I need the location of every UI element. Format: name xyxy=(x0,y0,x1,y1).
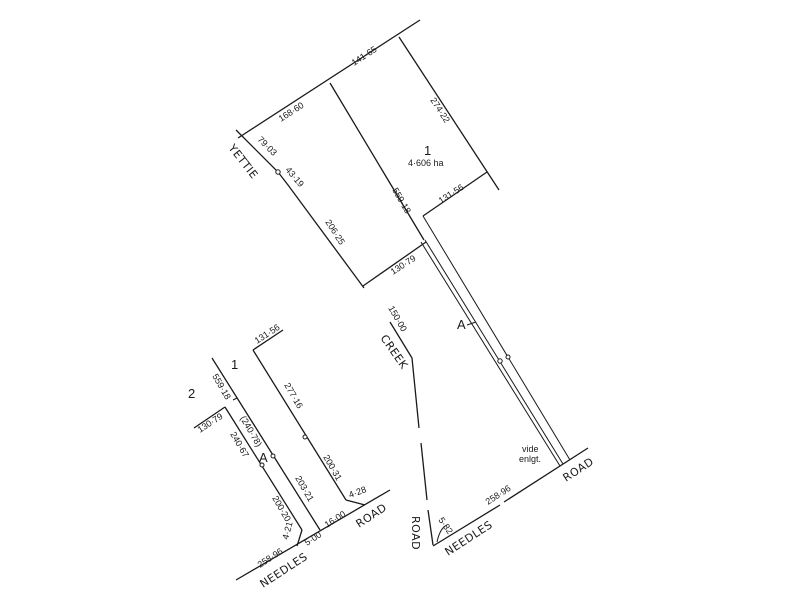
survey-mark xyxy=(302,434,308,440)
dim-yettie-2: 43·19 xyxy=(283,165,305,189)
note-enlgt: enlgt. xyxy=(519,454,541,464)
enl-left-side xyxy=(224,406,303,531)
needles-frontage-left xyxy=(432,504,501,547)
creek-line-upper xyxy=(389,321,413,359)
survey-mark xyxy=(275,169,281,175)
creek-line-mid xyxy=(411,357,420,429)
lot-number: 1 xyxy=(424,143,431,158)
enl-lot2-top xyxy=(193,406,226,429)
dim-inner-step: 131·56 xyxy=(437,182,466,206)
corner-arrow xyxy=(436,524,448,543)
note-vide: vide xyxy=(522,444,539,454)
road-creek-label: CREEK xyxy=(378,332,411,372)
enl-dim-corner-right: 4·28 xyxy=(347,484,367,500)
enl-marker-a-label: A xyxy=(259,450,268,465)
enlargement-plan: 131·56 559·18 130·79 277·16 200·31 4·28 … xyxy=(188,322,391,591)
marker-a-label: A xyxy=(457,317,466,332)
enl-lot2-label: 2 xyxy=(188,386,195,401)
dim-west-side: 206·25 xyxy=(323,218,347,247)
reserve-line-outer xyxy=(422,215,571,461)
dim-east: 274·22 xyxy=(428,96,452,125)
dim-road-corner: 5·32 xyxy=(436,515,455,535)
enl-mid-side xyxy=(211,357,321,531)
enl-dim-left-lower: 200·20 xyxy=(270,494,293,523)
enl-dim-corner-left: 4·21 xyxy=(280,521,294,541)
road-corner-line xyxy=(427,509,434,546)
enl-road-road-label: ROAD xyxy=(354,501,390,530)
creek-line-lower xyxy=(420,442,428,501)
a-pointer-arrow xyxy=(466,321,477,326)
reserve-line-mid xyxy=(424,239,564,465)
dim-cross: 130·79 xyxy=(389,253,418,277)
cross-line xyxy=(362,241,427,287)
survey-mark xyxy=(497,358,503,364)
dim-yettie-1: 79·03 xyxy=(256,134,279,157)
survey-mark xyxy=(505,354,511,360)
enl-dim-lot2-top: 130·79 xyxy=(196,411,225,435)
road-road-label: ROAD xyxy=(561,455,597,484)
road-vertical-label: ROAD xyxy=(409,516,422,550)
dim-creek: 150·00 xyxy=(386,304,409,333)
enl-needles-frontage xyxy=(235,489,391,581)
yettie-frontage-line xyxy=(235,129,365,289)
needles-frontage-right xyxy=(503,447,589,503)
enl-dim-front-mid: 16·00 xyxy=(323,509,348,530)
enl-tick xyxy=(232,397,238,401)
enl-right-side xyxy=(252,349,347,501)
reserve-line-inner xyxy=(420,241,561,467)
lot-area: 4·606 ha xyxy=(408,158,444,168)
road-yettie-label: YETTIE xyxy=(225,141,261,181)
enl-top-step xyxy=(252,329,284,351)
main-plan: 141·65 168·60 274·22 131·56 559·18 79·03… xyxy=(225,19,597,559)
enl-dim-right-upper: 277·16 xyxy=(282,381,305,410)
east-boundary-line xyxy=(398,36,500,191)
enl-dim-front-small: 5·00 xyxy=(303,529,324,547)
dim-long-side: 559·18 xyxy=(390,186,413,215)
dim-needles-frontage: 258·96 xyxy=(484,483,513,507)
inner-step-line xyxy=(422,171,488,217)
survey-mark xyxy=(259,462,265,468)
north-boundary-line xyxy=(237,19,421,139)
dim-north-right: 141·65 xyxy=(350,44,379,68)
enl-corner-right xyxy=(345,499,366,506)
enl-lot1-label: 1 xyxy=(231,357,238,372)
enl-dim-mid-lower: 203·21 xyxy=(293,474,316,503)
survey-mark xyxy=(270,453,276,459)
long-side-line xyxy=(329,82,425,241)
